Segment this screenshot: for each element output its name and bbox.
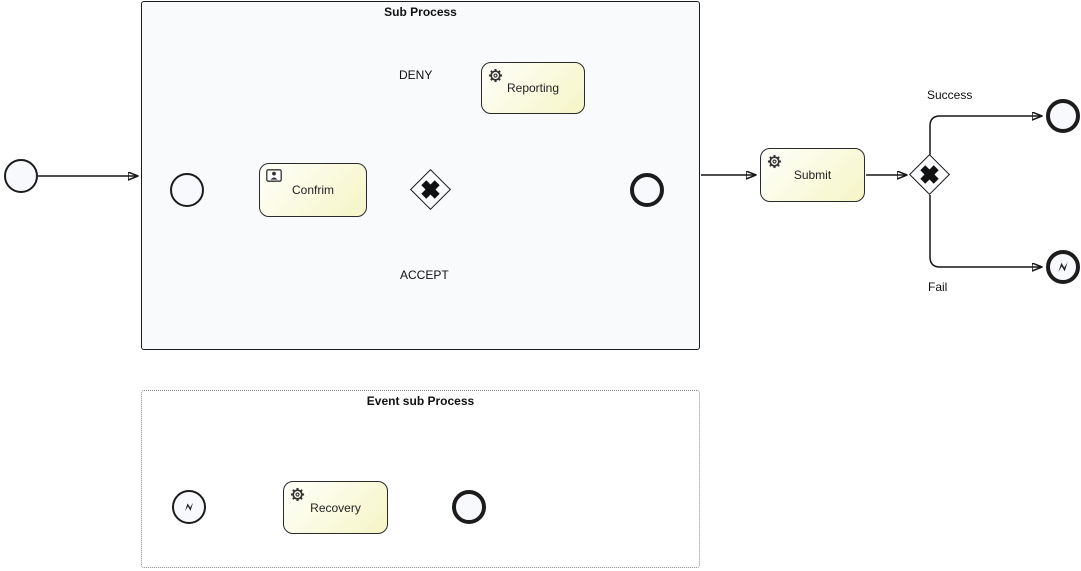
error-icon xyxy=(184,502,194,512)
task-label: Confrim xyxy=(291,183,334,197)
gear-icon xyxy=(767,154,782,169)
flow-fail[interactable] xyxy=(929,195,1041,267)
gear-icon xyxy=(488,68,503,83)
flow-success[interactable] xyxy=(929,116,1041,155)
task-reporting[interactable]: Reporting xyxy=(481,62,585,114)
subprocess-end-event[interactable] xyxy=(630,173,664,207)
flow-label-deny: DENY xyxy=(399,68,433,82)
event-subprocess-title: Event sub Process xyxy=(366,394,475,408)
task-label: Submit xyxy=(793,168,832,182)
flow-label-success: Success xyxy=(927,88,973,102)
task-label: Recovery xyxy=(310,500,361,515)
task-recovery[interactable]: Recovery xyxy=(283,481,388,534)
error-start-event[interactable] xyxy=(172,490,206,524)
task-submit[interactable]: Submit xyxy=(760,148,865,202)
gear-icon xyxy=(290,487,305,502)
task-label: Reporting xyxy=(506,81,560,95)
start-event[interactable] xyxy=(4,159,38,193)
task-confirm[interactable]: Confrim xyxy=(259,163,367,217)
error-icon xyxy=(1058,262,1068,272)
recovery-end-event[interactable] xyxy=(452,490,486,524)
subprocess-container[interactable]: Sub Process xyxy=(141,1,700,350)
subprocess-title: Sub Process xyxy=(384,5,457,19)
user-task-icon xyxy=(266,169,282,182)
event-subprocess-container[interactable]: Event sub Process xyxy=(141,390,700,568)
flow-label-fail: Fail xyxy=(928,280,948,294)
flow-label-accept: ACCEPT xyxy=(400,268,449,282)
success-end-event[interactable] xyxy=(1046,99,1080,133)
subprocess-start-event[interactable] xyxy=(170,173,204,207)
fail-error-end-event[interactable] xyxy=(1046,250,1080,284)
